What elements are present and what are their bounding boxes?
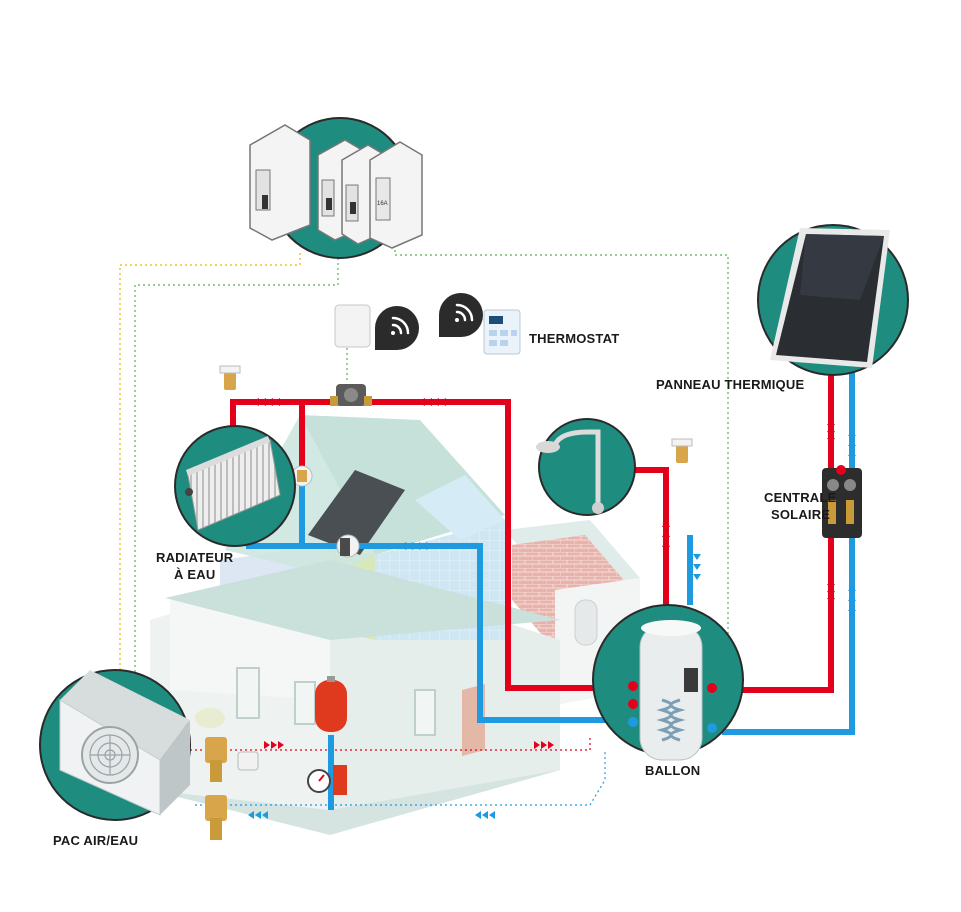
window-right <box>414 689 436 736</box>
mixing-valves-pac <box>195 708 259 840</box>
radiator <box>174 425 296 547</box>
solar-station-label-line2: SOLAIRE <box>771 507 831 522</box>
thermostat-label: THERMOSTAT <box>529 331 620 346</box>
solar-station-label-line1: CENTRALE <box>764 490 837 505</box>
air-vent-right <box>671 438 693 463</box>
solar-panel-label: PANNEAU THERMIQUE <box>656 377 805 392</box>
mixing-valve <box>336 534 360 558</box>
flow-arrows-cold <box>248 430 856 819</box>
hot-pipe-top <box>230 399 632 691</box>
pipes <box>230 372 855 810</box>
shower <box>536 418 636 516</box>
breaker-left <box>249 124 311 241</box>
window-middle <box>294 681 316 725</box>
solar-station <box>822 465 862 538</box>
radiator-label-line2: À EAU <box>174 567 216 582</box>
return-line-red <box>175 738 591 751</box>
radiator-label-line1: RADIATEUR <box>156 550 234 565</box>
tank-label: BALLON <box>645 763 701 778</box>
solar-panel <box>757 224 909 376</box>
wifi-icon <box>455 303 474 322</box>
wifi-icon <box>391 316 410 335</box>
power-line-green-right <box>394 240 729 655</box>
hot-water-tank <box>592 604 744 761</box>
pressure-gauge <box>307 765 347 795</box>
power-line-orange <box>119 253 301 690</box>
wall-thermostat <box>334 304 371 348</box>
breaker-rating-label: 16A <box>377 201 388 207</box>
air-vent-top-left <box>219 365 241 390</box>
wifi-bubble-right <box>439 293 483 337</box>
roof-solar-panel <box>308 470 405 555</box>
dormer <box>415 475 505 540</box>
circulator-pump <box>330 384 372 406</box>
cold-pipe-radiator-return <box>246 543 632 723</box>
wifi-bubble-left <box>375 306 419 350</box>
control-wiring <box>119 233 729 806</box>
heat-pump-label: PAC AIR/EAU <box>53 833 139 848</box>
annex-tank <box>574 599 598 646</box>
house-floor <box>150 770 560 835</box>
heat-pump <box>39 669 191 821</box>
breaker-right: 16A <box>369 141 423 249</box>
flow-arrows-hot <box>252 398 835 749</box>
expansion-vessel <box>315 676 347 732</box>
solar-hot <box>722 372 834 693</box>
electrical-panel: 16A <box>249 117 423 259</box>
power-line-green-left <box>134 233 339 700</box>
thermostat-devices <box>334 293 521 355</box>
window-left <box>236 667 260 719</box>
ground-floor-ledge <box>165 560 560 640</box>
